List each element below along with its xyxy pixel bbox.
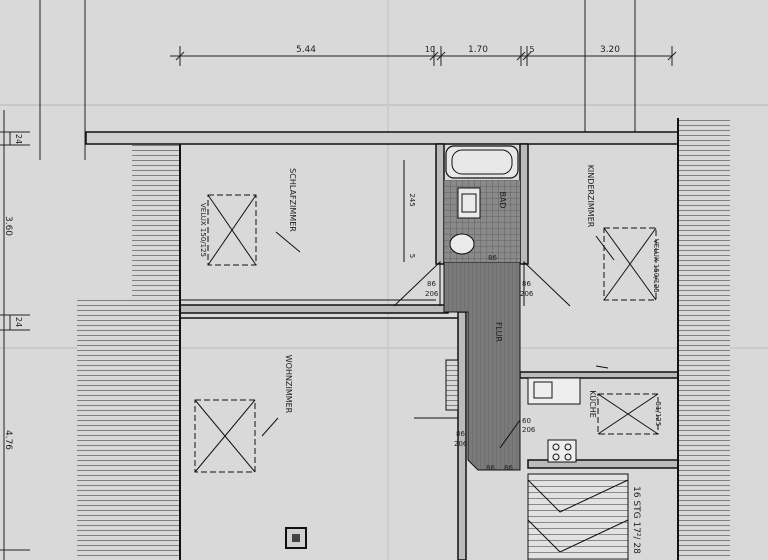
- velux-window-kinder: [603, 227, 657, 301]
- door-bottom-w2: 86: [504, 464, 513, 472]
- room-label-kinderzimmer: KINDERZIMMER: [586, 165, 595, 228]
- stair-label: 16 STG 17²/ 28: [631, 486, 641, 554]
- door-kinder-w: 86: [522, 280, 531, 288]
- door-wohn-h: 206: [454, 440, 468, 448]
- door-schlaf-h: 206: [425, 290, 439, 298]
- door-swings: [393, 260, 571, 471]
- door-bottom-w: 86: [486, 464, 495, 472]
- door-kueche-h: 206: [522, 426, 536, 434]
- kitchen-counter: [527, 377, 581, 463]
- roof-slope-left-upper: [132, 145, 180, 305]
- flur-floor: [443, 261, 521, 471]
- dim-left-4: 4.76: [3, 430, 13, 450]
- dim-label-1: 5.44: [296, 45, 316, 55]
- velux-label-kinder: VELUX 150/125: [652, 239, 660, 293]
- velux-label-schlaf: VELUX 150/125: [199, 203, 207, 257]
- door-kinder-h: 206: [520, 290, 534, 298]
- radiator: [445, 359, 459, 411]
- roof-slope-right: [678, 118, 730, 560]
- room-label-kueche: KÜCHE: [588, 390, 598, 418]
- toilet: [449, 233, 475, 255]
- dim-label-4: 5: [529, 45, 534, 54]
- dim-left-1: 24: [14, 134, 23, 144]
- dim-left-3: 24: [14, 317, 23, 327]
- dim-label-2: 10: [425, 45, 435, 54]
- bathtub: [445, 145, 519, 179]
- bad-dim: 245: [408, 193, 416, 206]
- door-wohn-w: 86: [456, 430, 465, 438]
- dim-left-2: 3.60: [3, 216, 13, 236]
- washbasin: [457, 187, 481, 219]
- room-label-schlafzimmer: SCHLAFZIMMER: [288, 168, 297, 232]
- bad-dim2: 5: [408, 254, 416, 258]
- room-label-wohnzimmer: WOHNZIMMER: [284, 355, 293, 414]
- room-label-flur: FLUR: [494, 322, 503, 343]
- dim-label-3: 1.70: [468, 45, 488, 55]
- door-schlaf-w: 86: [427, 280, 436, 288]
- velux-window-wohn: [194, 399, 256, 473]
- dim-label-5: 3.20: [600, 45, 620, 55]
- door-bad-w: 86: [488, 254, 497, 262]
- velux-label-kueche: 51/125: [654, 402, 662, 427]
- dimension-top: [39, 0, 677, 160]
- door-kueche-w: 60: [522, 417, 531, 425]
- velux-window-schlaf: [207, 194, 257, 266]
- velux-window-kueche: [597, 393, 659, 435]
- roof-slope-left-lower: [77, 300, 181, 560]
- room-label-bad: BAD: [498, 191, 507, 208]
- dimension-left: [0, 110, 30, 560]
